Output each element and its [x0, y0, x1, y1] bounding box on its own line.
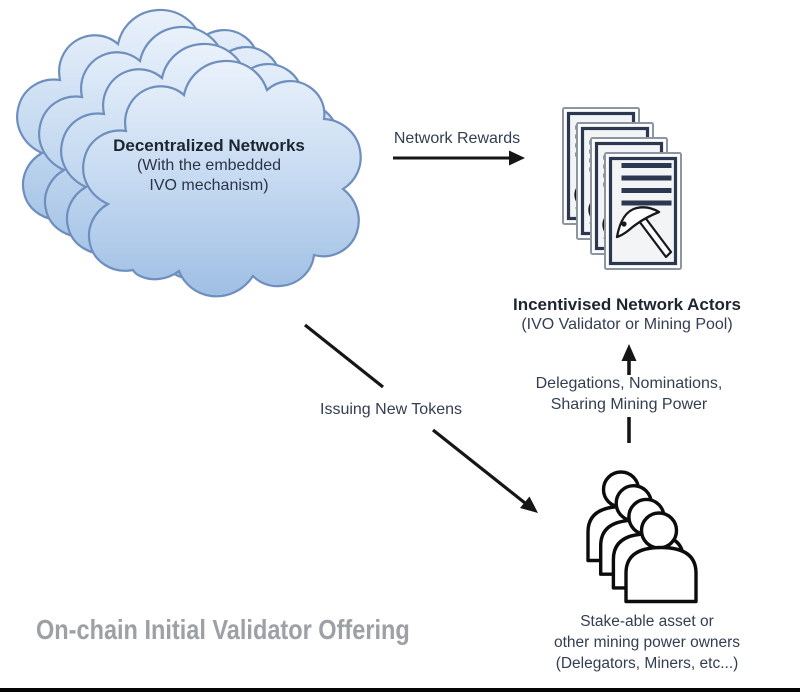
cloud-label: Decentralized Networks (With the embedde…: [94, 136, 324, 196]
stakeholders-caption: Stake-able asset or other mining power o…: [540, 611, 754, 674]
cloud-subtitle-line1: (With the embedded: [136, 157, 282, 174]
bottom-border-line: [0, 688, 800, 692]
document-stack-icon: [561, 106, 683, 271]
diagram-title: On-chain Initial Validator Offering: [36, 614, 410, 645]
actors-caption: Incentivised Network Actors (IVO Validat…: [503, 295, 751, 335]
cloud-subtitle-line2: IVO mechanism): [149, 177, 269, 194]
front-document: [603, 151, 683, 271]
issuing-tokens-arrow: [304, 323, 538, 513]
delegations-label: Delegations, Nominations, Sharing Mining…: [515, 374, 743, 415]
delegations-line2: Sharing Mining Power: [550, 395, 708, 413]
network-rewards-arrow: [393, 150, 525, 166]
actors-title: Incentivised Network Actors: [513, 295, 741, 314]
pickaxe-icon: [615, 206, 673, 259]
delegations-arrow: [621, 344, 637, 443]
issuing-tokens-label: Issuing New Tokens: [320, 401, 462, 418]
actors-subtitle: (IVO Validator or Mining Pool): [521, 316, 733, 333]
document-text-lines: [621, 163, 672, 206]
delegations-line1: Delegations, Nominations,: [535, 375, 723, 392]
stakeholders-line2: other mining power owners: [553, 634, 741, 651]
people-group-icon: [586, 470, 698, 604]
stakeholders-line1: Stake-able asset or: [580, 613, 714, 630]
cloud-title: Decentralized Networks: [113, 136, 305, 155]
stakeholders-line3: (Delegators, Miners, etc...): [555, 655, 739, 672]
network-rewards-label: Network Rewards: [393, 130, 521, 147]
